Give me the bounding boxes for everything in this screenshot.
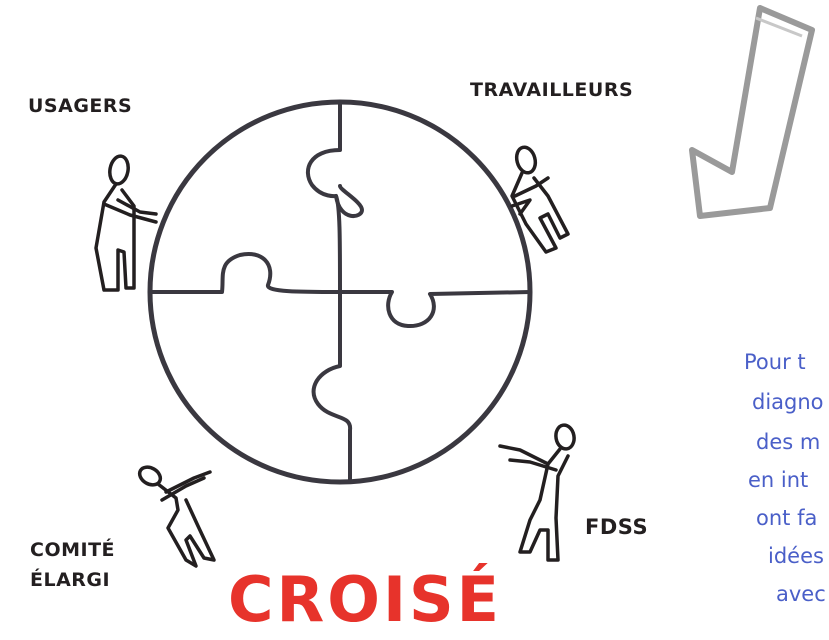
label-fdss: FDSS	[585, 515, 649, 539]
label-comite-line-2: ÉLARGI	[30, 569, 111, 591]
stick-figure-comite	[137, 465, 216, 568]
title-croise: CROISÉ	[228, 563, 503, 636]
note-line-7: avec	[776, 582, 826, 606]
stick-figure-usagers	[94, 154, 158, 292]
note-line-2: diagno	[752, 390, 824, 414]
stick-figure-fdss	[498, 423, 576, 562]
stick-figure-travailleurs	[510, 145, 570, 254]
puzzle-circle-icon	[147, 99, 533, 485]
note-line-4: en int	[748, 468, 809, 492]
handwritten-note: Pour t diagno des m en int ont fa idées …	[742, 350, 829, 636]
label-travailleurs: TRAVAILLEURS	[470, 79, 634, 101]
curved-arrow-icon	[689, 5, 815, 219]
label-comite-elargi: COMITÉ ÉLARGI	[30, 535, 115, 595]
note-line-5: ont fa	[756, 506, 818, 530]
note-line-1: Pour t	[744, 350, 806, 374]
note-line-6: idées	[768, 544, 824, 568]
label-usagers: USAGERS	[28, 95, 133, 117]
label-comite-line-1: COMITÉ	[30, 539, 116, 561]
note-line-3: des m	[756, 430, 821, 454]
